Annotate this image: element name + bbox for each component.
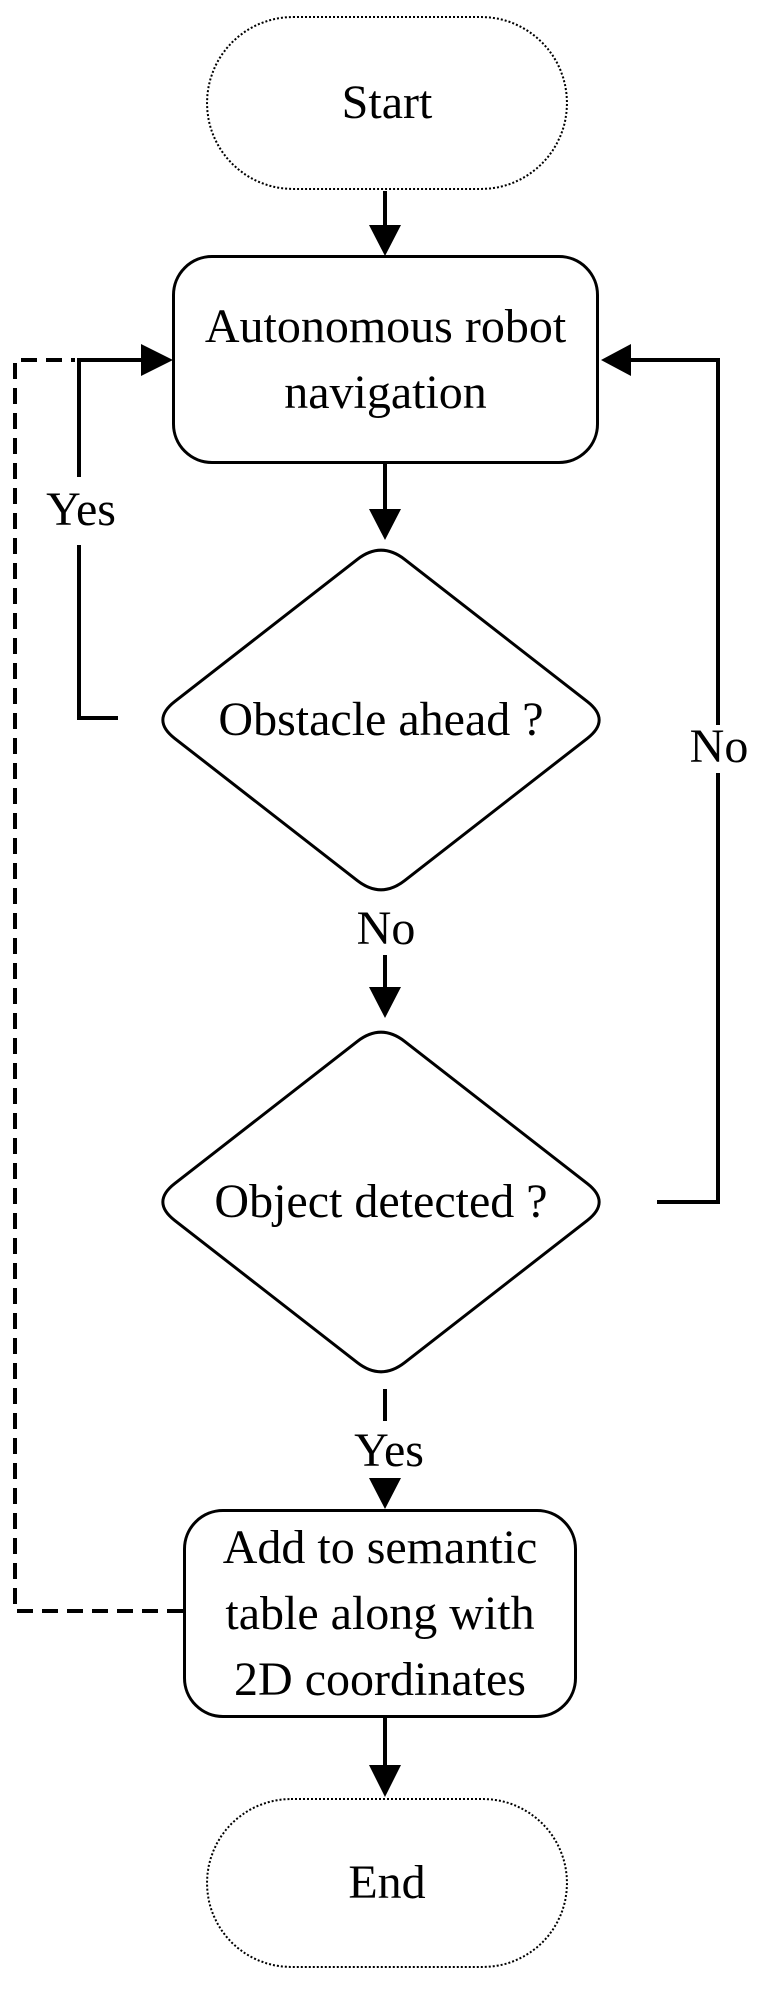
- navigation-node: Autonomous robot navigation: [172, 255, 599, 464]
- end-node: End: [206, 1798, 568, 1968]
- object-yes-arrowhead: [369, 1478, 401, 1509]
- edge-label-object-yes: Yes: [354, 1424, 424, 1477]
- navigation-node-line-1: Autonomous robot: [204, 299, 567, 353]
- edge-label-obstacle-no: No: [356, 902, 416, 955]
- obstacle-yes-arrowhead: [141, 344, 173, 376]
- start-node: Start: [206, 16, 568, 190]
- add-semantic-node-line-1: Add to semantic: [222, 1520, 538, 1574]
- edge-label-obstacle-yes: Yes: [46, 483, 116, 536]
- add-semantic-node-line-3: 2D coordinates: [234, 1652, 526, 1706]
- obstacle-decision-label: Obstacle ahead ?: [218, 693, 544, 746]
- obstacle-no-arrowhead: [369, 987, 401, 1018]
- end-node-label: End: [348, 1856, 426, 1909]
- add-semantic-node: Add to semantic table along with 2D coor…: [183, 1509, 577, 1718]
- object-no-arrowhead: [601, 344, 631, 376]
- navigation-to-obstacle-arrowhead: [369, 509, 401, 540]
- add-to-end-arrowhead: [369, 1765, 401, 1797]
- navigation-node-line-2: navigation: [284, 365, 487, 419]
- edge-label-object-no: No: [689, 720, 749, 773]
- start-to-navigation-arrowhead: [369, 225, 401, 256]
- object-decision-label: Object detected ?: [214, 1175, 548, 1228]
- add-dashed-feedback-line: [13, 358, 183, 1613]
- start-node-label: Start: [341, 76, 433, 129]
- add-semantic-node-line-2: table along with: [225, 1586, 535, 1640]
